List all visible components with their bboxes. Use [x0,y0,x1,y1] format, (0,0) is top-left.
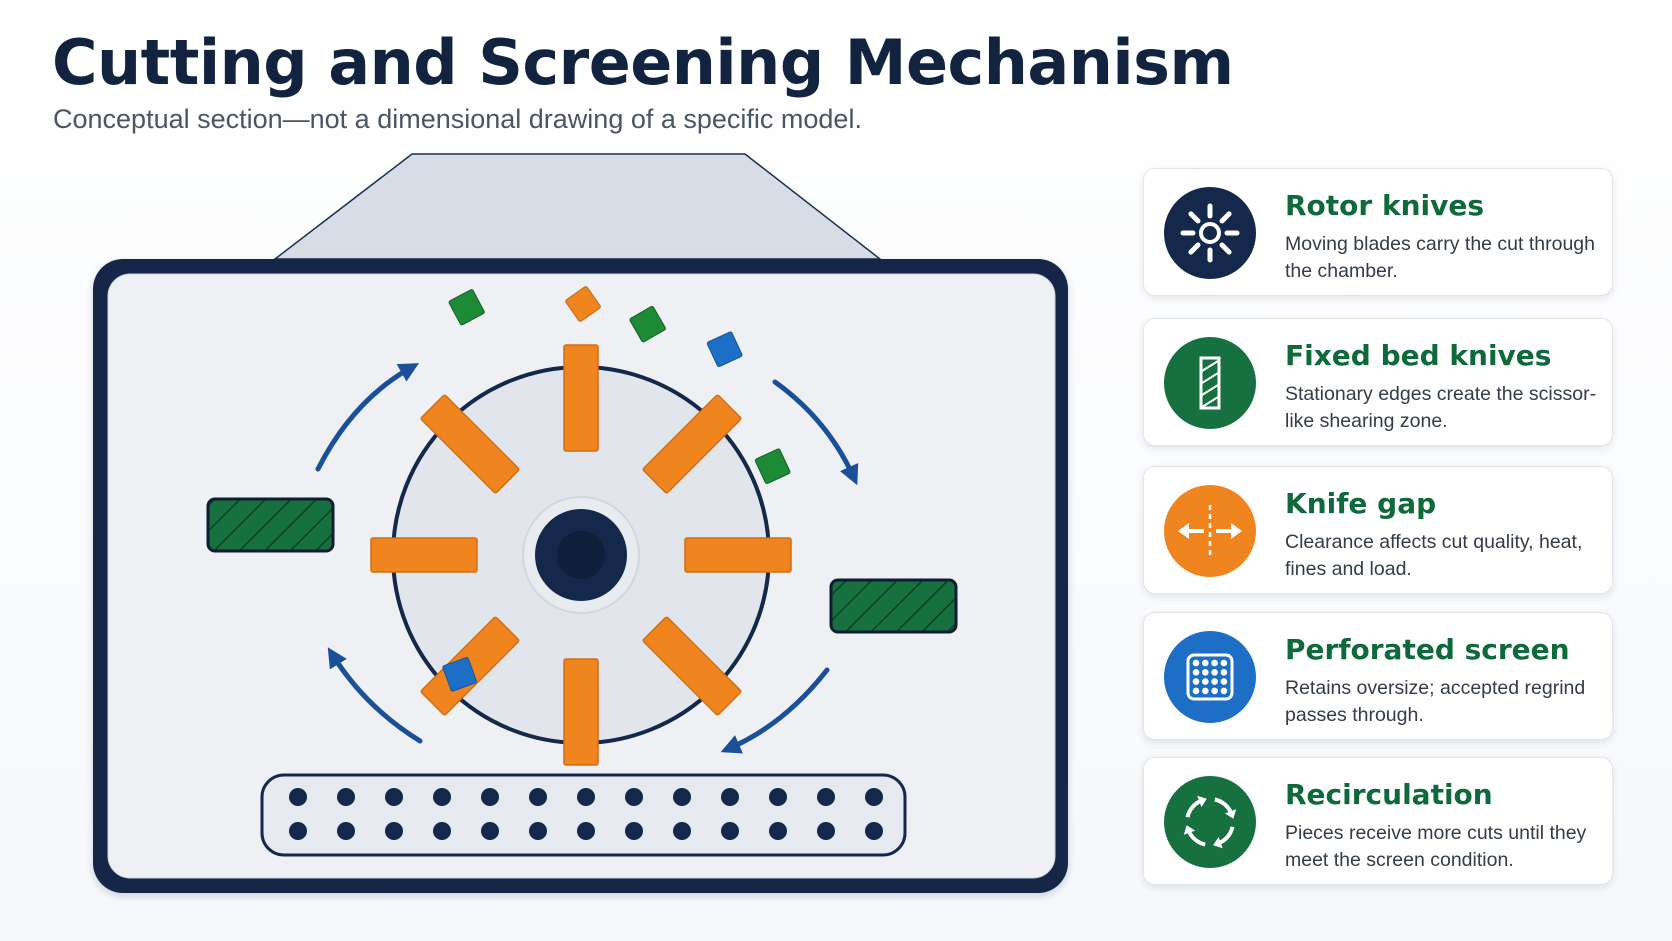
rotation-arrows [315,363,859,754]
card-description: Clearance affects cut quality, heat, fin… [1285,531,1583,580]
screen-hole [673,822,691,840]
card-description: Moving blades carry the cut through the … [1285,233,1596,282]
screen-hole [481,822,499,840]
rotor-knife [370,537,478,573]
screen-perforations [289,788,883,840]
card-description: Stationary edges create the scissor-like… [1285,383,1597,432]
screen-hole [673,788,691,806]
screen-hole [865,822,883,840]
rotor-shaft-center [557,531,605,579]
sun-rotor-icon [1164,187,1256,279]
screen-hole [337,788,355,806]
screen-hole [577,788,595,806]
particle-green [754,448,791,485]
feed-hopper [272,153,883,260]
rotor-knife [563,344,599,452]
perforated-screen [260,773,907,857]
fixed-bed-knife-left [206,497,335,553]
screen-hole [721,788,739,806]
rotation-arrow-top-right [772,379,859,486]
card-description: Retains oversize; accepted regrind passe… [1285,677,1586,726]
rotation-arrow-bottom-right [720,667,830,754]
screen-hole [721,822,739,840]
screen-hole [433,822,451,840]
material-particles [442,286,791,692]
screen-hole [529,822,547,840]
page-title: Cutting and Screening Mechanism [52,26,1234,99]
screen-hole [865,788,883,806]
card-title: Fixed bed knives [1285,339,1552,372]
fixed-bed-knife-right [829,578,958,634]
card-description: Pieces receive more cuts until they meet… [1285,822,1587,871]
gap-arrows-icon [1164,485,1256,577]
page-subtitle: Conceptual section—not a dimensional dra… [53,104,862,134]
screen-grid-icon [1164,631,1256,723]
screen-hole [289,788,307,806]
rotor-knife [642,394,742,494]
hatched-blade-icon [1164,337,1256,429]
card-title: Perforated screen [1285,633,1570,666]
screen-hole [817,788,835,806]
screen-hole [481,788,499,806]
particle-green [629,305,666,343]
screen-hole [433,788,451,806]
particle-orange [565,286,601,322]
screen-hole [577,822,595,840]
rotor-knives [370,344,792,766]
recirculation-arrows-icon [1164,776,1256,868]
screen-hole [817,822,835,840]
card-title: Recirculation [1285,778,1493,811]
card-title: Knife gap [1285,487,1437,520]
rotation-arrow-bottom-left [327,647,423,744]
screen-hole [769,822,787,840]
screen-hole [529,788,547,806]
particle-blue [706,331,743,368]
particle-blue [442,657,477,692]
rotor-knife [642,616,742,716]
screen-hole [337,822,355,840]
rotor-knife [420,394,520,494]
rotation-arrow-top-left [315,363,419,472]
screen-hole [625,788,643,806]
screen-hole [625,822,643,840]
granulator-cross-section [93,153,1068,893]
screen-hole [385,788,403,806]
screen-hole [385,822,403,840]
particle-green [448,289,485,326]
card-title: Rotor knives [1285,189,1485,222]
screen-hole [289,822,307,840]
screen-hole [769,788,787,806]
rotor-knife [684,537,792,573]
rotor-knife [563,658,599,766]
